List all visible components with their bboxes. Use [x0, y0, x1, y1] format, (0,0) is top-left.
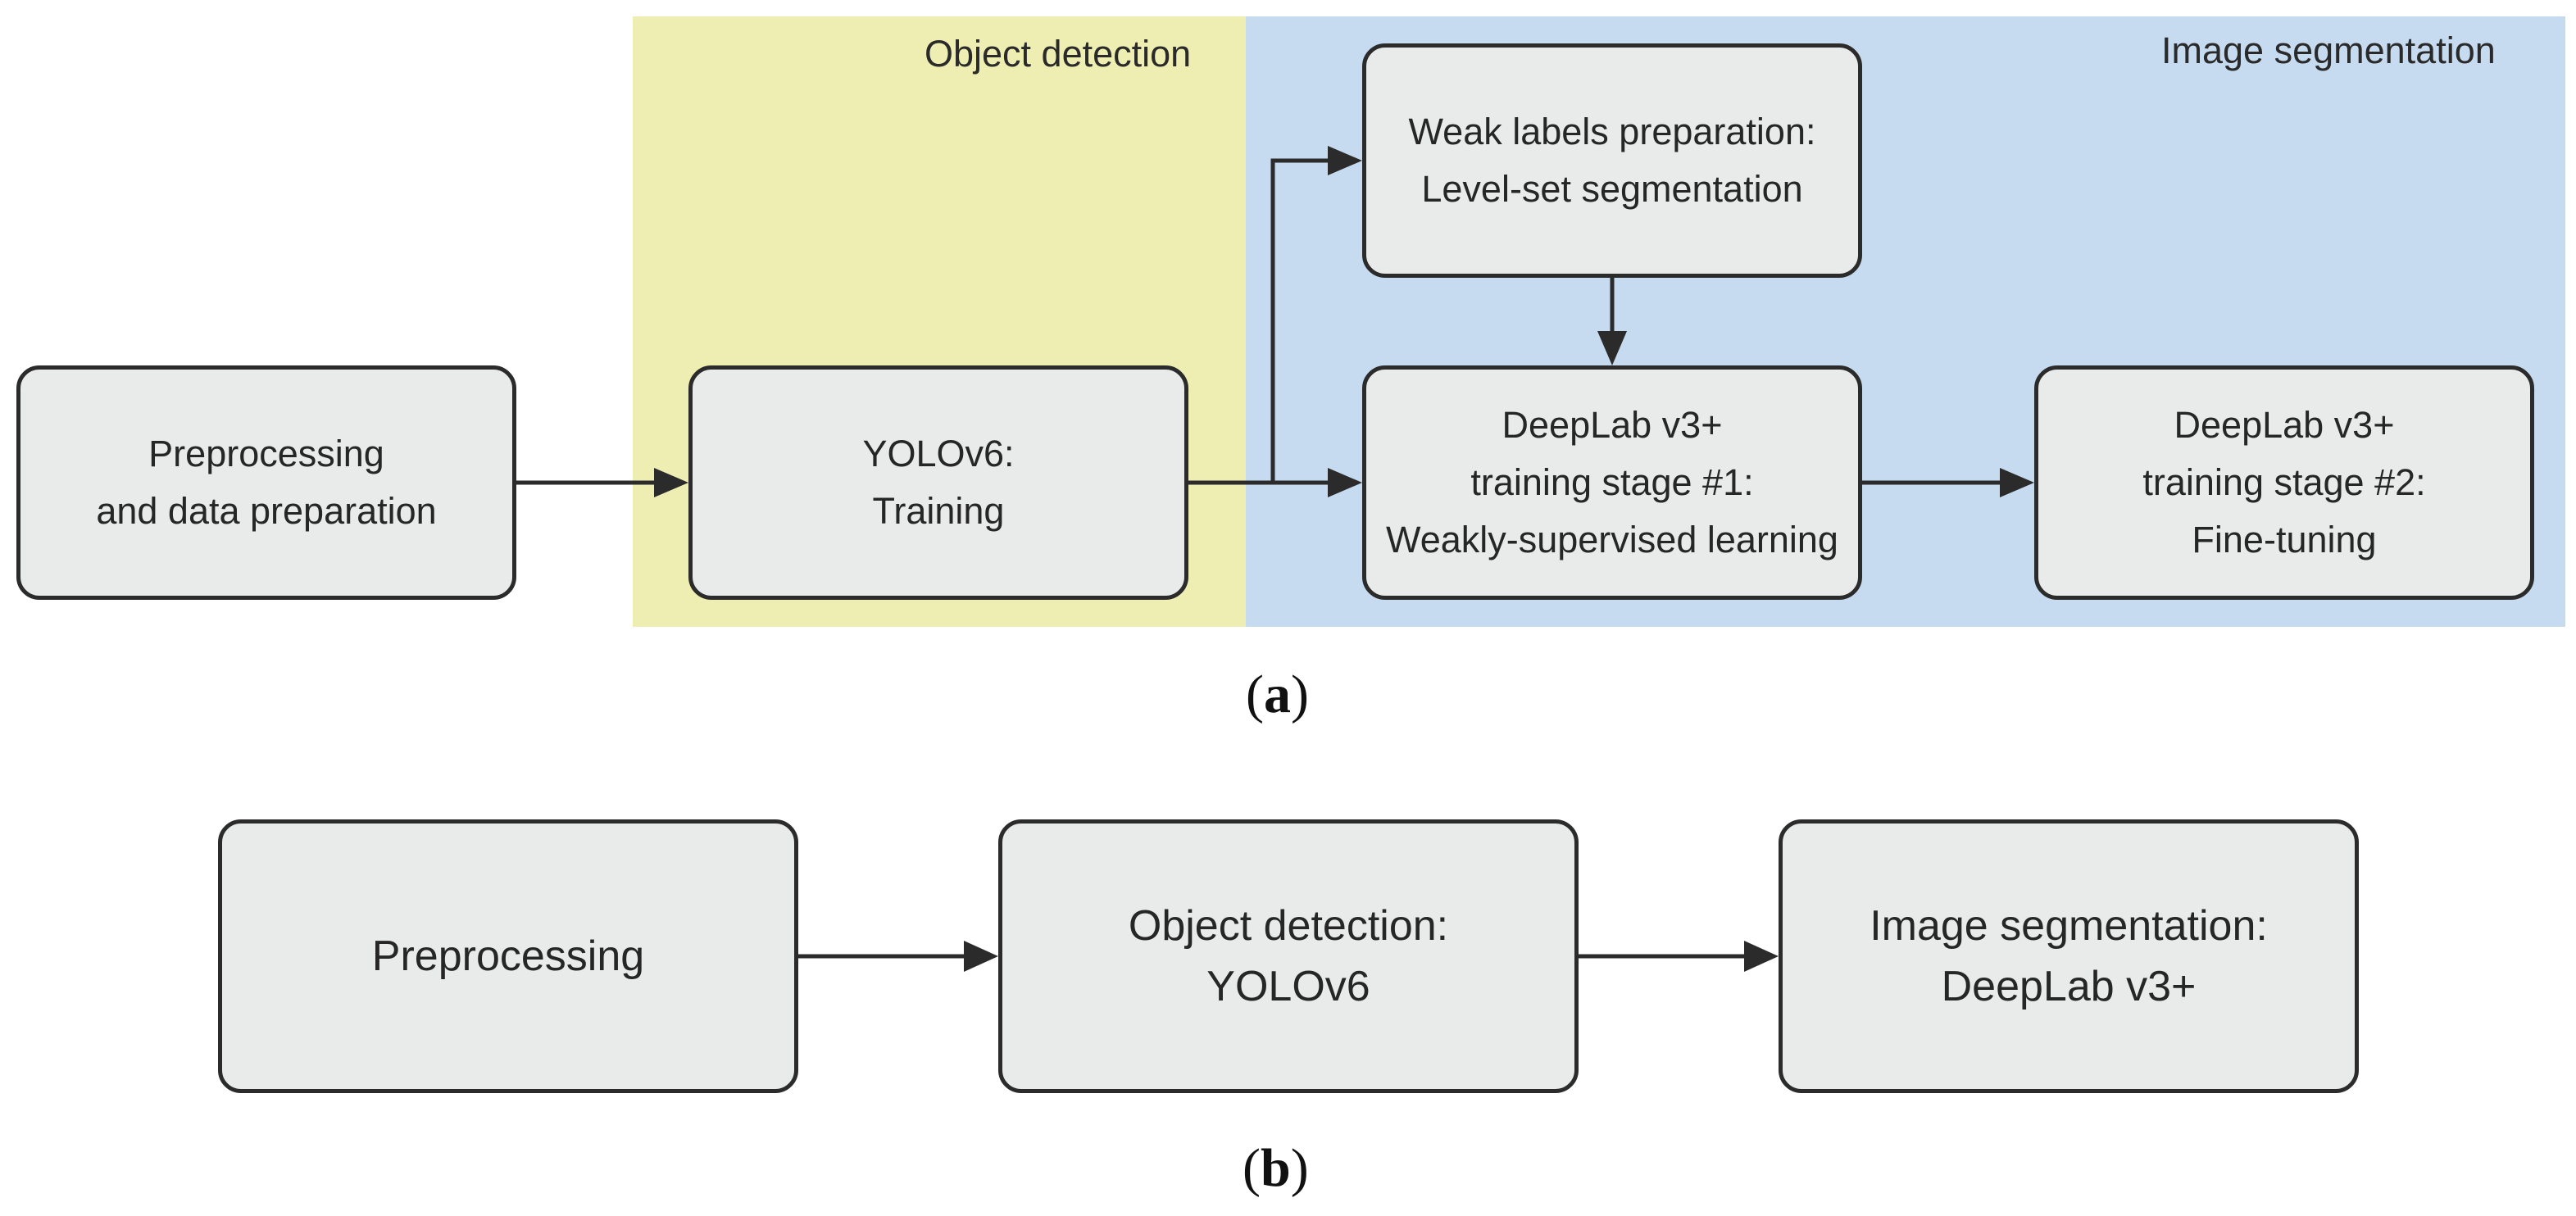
caption-a: (a) — [1246, 664, 1309, 726]
arrow-branch-to-weak-labels — [1270, 158, 1328, 483]
image-segmentation-b-node: Image segmentation: DeepLab v3+ — [1779, 819, 2359, 1093]
arrowhead-b-preprocessing-to-detection — [964, 941, 998, 972]
object-detection-b-node: Object detection: YOLOv6 — [998, 819, 1579, 1093]
object-detection-region-label: Object detection — [925, 33, 1192, 75]
deeplab-stage2-line-3: Fine-tuning — [2192, 519, 2377, 560]
image-segmentation-b-line-1: Image segmentation: — [1870, 902, 2268, 950]
arrowhead-yolo-to-deeplab-stage1 — [1328, 468, 1362, 497]
arrowhead-weak-labels-to-deeplab-stage1 — [1597, 331, 1627, 365]
deeplab-stage2-line-2: training stage #2: — [2142, 461, 2426, 503]
image-segmentation-b-line-2: DeepLab v3+ — [1941, 963, 2197, 1010]
yolo-training-node: YOLOv6: Training — [688, 365, 1188, 600]
caption-b: (b) — [1243, 1137, 1309, 1200]
deeplab-stage1-line-1: DeepLab v3+ — [1502, 404, 1723, 446]
preprocessing-b-node: Preprocessing — [218, 819, 798, 1093]
preprocessing-b-line-1: Preprocessing — [371, 932, 645, 980]
arrowhead-stage1-to-stage2 — [2000, 468, 2034, 497]
deeplab-stage1-line-3: Weakly-supervised learning — [1386, 519, 1838, 560]
caption-a-open: ( — [1246, 665, 1264, 724]
preprocessing-node: Preprocessing and data preparation — [16, 365, 516, 600]
preprocessing-line-1: Preprocessing — [148, 433, 384, 474]
caption-a-letter: a — [1263, 665, 1291, 724]
caption-b-close: ) — [1290, 1138, 1309, 1198]
weak-labels-node: Weak labels preparation: Level-set segme… — [1362, 43, 1862, 278]
caption-b-open: ( — [1243, 1138, 1261, 1198]
arrowhead-branch-to-weak-labels — [1328, 146, 1362, 175]
deeplab-stage2-line-1: DeepLab v3+ — [2174, 404, 2395, 446]
yolo-training-line-1: YOLOv6: — [862, 433, 1015, 474]
deeplab-stage1-line-2: training stage #1: — [1470, 461, 1754, 503]
weak-labels-line-1: Weak labels preparation: — [1408, 111, 1816, 152]
arrowhead-preprocessing-to-yolo — [654, 468, 688, 497]
object-detection-b-line-2: YOLOv6 — [1206, 963, 1370, 1010]
yolo-training-line-2: Training — [872, 490, 1005, 532]
caption-a-close: ) — [1290, 665, 1309, 724]
object-detection-b-line-1: Object detection: — [1128, 902, 1449, 950]
weak-labels-line-2: Level-set segmentation — [1421, 168, 1803, 210]
arrowhead-b-detection-to-segmentation — [1744, 941, 1779, 972]
caption-b-letter: b — [1260, 1138, 1291, 1198]
deeplab-stage2-node: DeepLab v3+ training stage #2: Fine-tuni… — [2034, 365, 2534, 600]
preprocessing-line-2: and data preparation — [96, 490, 437, 532]
image-segmentation-region-label: Image segmentation — [2161, 29, 2496, 71]
deeplab-stage1-node: DeepLab v3+ training stage #1: Weakly-su… — [1362, 365, 1862, 600]
